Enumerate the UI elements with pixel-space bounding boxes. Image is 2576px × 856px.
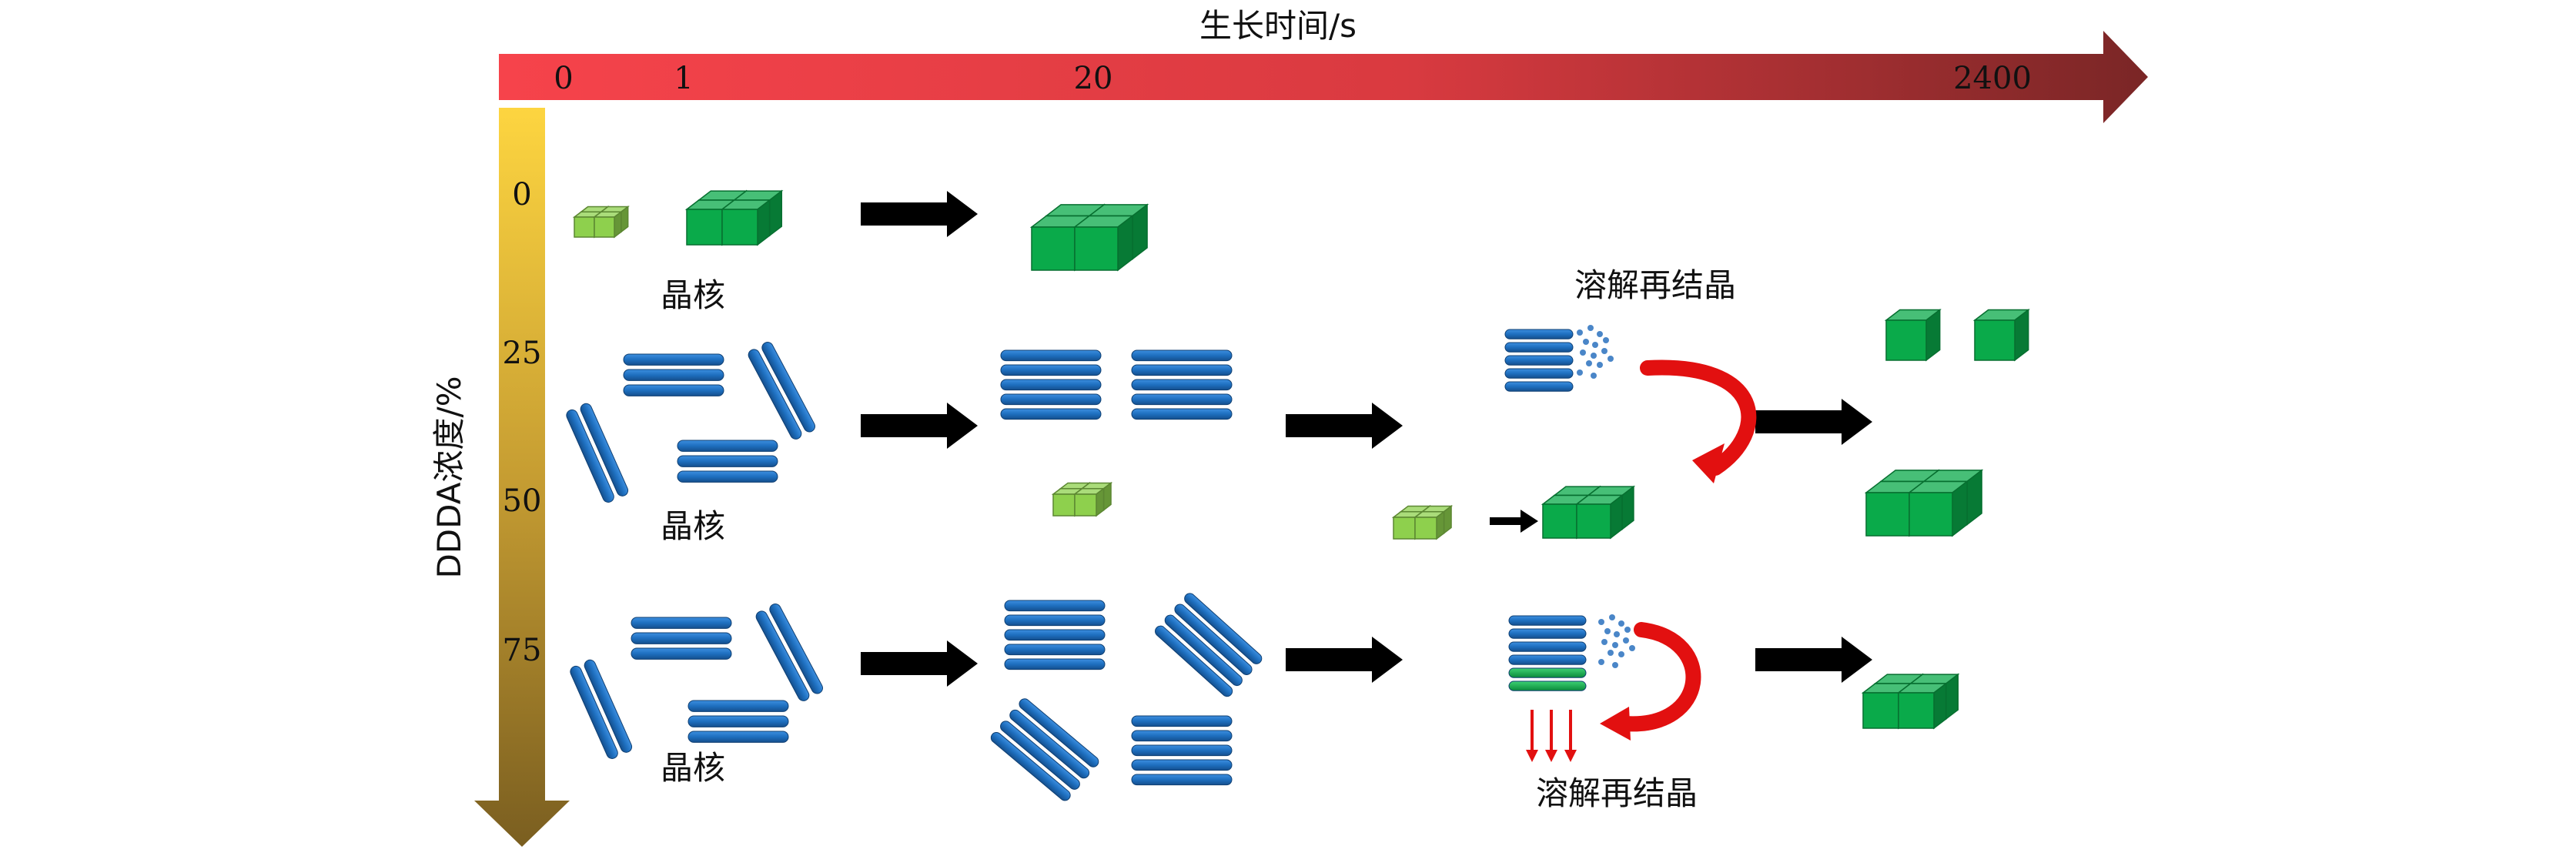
conc-tick-50: 50 [503,483,542,519]
plates-row3-stack2 [1131,715,1233,786]
arrow-row3-2 [1286,637,1403,683]
plates-row3-diag-stack [1155,593,1263,697]
time-axis-title: 生长时间/s [1199,7,1357,45]
plates-row3-diag1 [755,604,823,701]
arrow-row1-1 [861,403,978,449]
plates-row3-diag2 [570,659,633,759]
arrow-small-nuclei-to-cubes [1490,510,1538,533]
red-curved-arrowhead-top [1692,443,1725,483]
concentration-axis: DDDA浓度/% 0 25 50 75 [430,108,570,847]
plates-row3-h1 [631,617,732,660]
plates-dissolving-top [1504,329,1574,392]
crystal-structures [566,189,2030,801]
conc-axis-title: DDDA浓度/% [430,376,468,578]
arrow-row3-1 [861,640,978,687]
time-axis-arrow [499,31,2148,123]
red-arrows [1526,359,1757,762]
cubes-row3-final-front-right [1896,682,1948,730]
nuclei-small-row2-front-right [1413,510,1446,540]
red-curved-arrow-bottom [1617,622,1701,732]
arrow-row3-3 [1755,637,1872,683]
nucleus-label-row1: 晶核 [661,276,725,314]
dissolved-ions-top [1577,325,1614,379]
cube-row1-single-a [1884,308,1942,362]
plates-row1-stack1 [1000,349,1102,420]
plates-row1-stack2 [1131,349,1233,420]
conc-tick-75: 75 [503,633,542,668]
plates-row3-diag-stack2 [990,698,1099,801]
arrow-row1-2 [1286,403,1403,449]
conc-tick-25: 25 [503,336,542,371]
plates-row3-stack1 [1004,600,1106,670]
plates-dissolving-bottom [1508,615,1587,691]
nucleus-label-row3: 晶核 [661,749,725,787]
nucleus-label-row2: 晶核 [661,507,725,545]
plates-row3-h2 [687,700,789,743]
nuclei-small-row1-front-right [1072,487,1106,517]
nuclei-small-row0-front-right [592,210,624,239]
time-tick-0: 0 [554,61,573,96]
cube-row1-single-b [1972,308,2030,362]
arrow-row1-3 [1755,399,1872,445]
process-arrows [861,191,1872,687]
cubes-row2-final-front-right [1907,480,1969,537]
arrow-row0-1 [861,191,978,237]
conc-axis-arrow [474,108,570,847]
recrystallization-label-bottom: 溶解再结晶 [1536,774,1698,812]
time-tick-2400: 2400 [1953,61,2032,96]
cubes-row0-a-front-right [720,199,771,246]
time-tick-20: 20 [1074,61,1113,96]
red-curved-arrow-top [1640,359,1757,476]
red-curved-arrowhead-bottom [1600,707,1631,741]
plates-row1-h2 [677,440,778,483]
dissolved-ions-bottom [1598,614,1635,668]
plates-row1-h1 [623,353,724,396]
cubes-row0-b-front-right [1072,214,1135,272]
cubes-recrystallized-row2-front-right [1574,494,1624,540]
plates-row1-diag2 [566,403,629,503]
conc-tick-0: 0 [512,177,531,212]
time-tick-1: 1 [674,61,693,96]
recrystallization-label-top: 溶解再结晶 [1574,266,1736,304]
plates-row1-diag1 [748,342,815,440]
time-axis: 生长时间/s 0 1 20 2400 [499,7,2148,123]
